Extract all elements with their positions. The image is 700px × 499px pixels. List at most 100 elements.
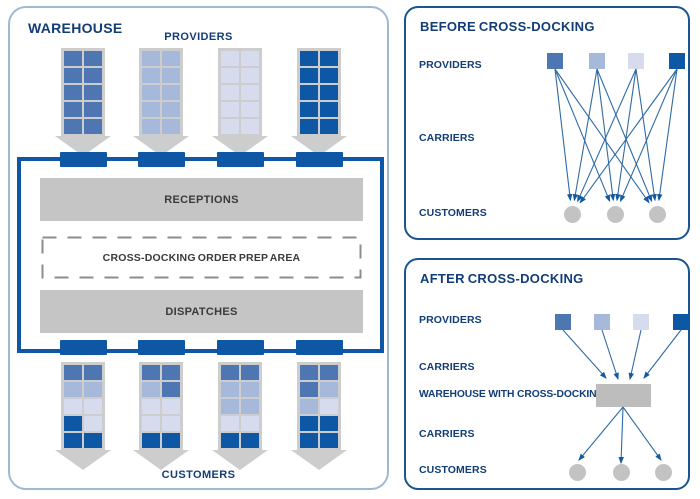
cargo-cell [221, 51, 239, 66]
customer-circle [612, 463, 630, 481]
customer-circle [568, 463, 586, 481]
cargo-cell [320, 399, 338, 414]
cargo-cell [241, 85, 259, 100]
dispatches-zone: DISPATCHES [40, 290, 363, 333]
cargo-cell [320, 51, 338, 66]
down-arrow-icon [212, 450, 268, 470]
cargo-grid-arrow-icon [55, 48, 111, 156]
down-arrow-icon [291, 136, 347, 156]
after-customers-label: CUSTOMERS [419, 464, 487, 476]
prep-area-label: CROSS-DOCKING ORDER PREP AREA [102, 251, 301, 264]
cross-dock-warehouse-rect [596, 384, 651, 407]
cargo-cell [221, 433, 239, 448]
warehouse-panel-title: WAREHOUSE [28, 20, 123, 36]
dock [137, 340, 185, 355]
cargo-grid [218, 362, 262, 451]
cargo-cell [162, 119, 180, 134]
cargo-cell [142, 119, 160, 134]
customers-label: CUSTOMERS [161, 469, 236, 481]
cargo-cell [142, 382, 160, 397]
after-flow-arrows-icon [562, 329, 682, 465]
cargo-cell [162, 68, 180, 83]
cargo-cell [300, 102, 318, 117]
cargo-cell [320, 85, 338, 100]
cargo-cell [221, 68, 239, 83]
cargo-cell [84, 433, 102, 448]
cargo-cell [320, 433, 338, 448]
providers-label: PROVIDERS [164, 31, 233, 43]
cargo-cell [142, 365, 160, 380]
provider-square [669, 53, 685, 69]
cargo-cell [162, 382, 180, 397]
cargo-grid-arrow-icon [212, 362, 268, 470]
cargo-cell [300, 416, 318, 431]
cargo-cell [142, 85, 160, 100]
customer-circle [606, 205, 624, 223]
cargo-cell [142, 102, 160, 117]
provider-square [555, 314, 571, 330]
cargo-cell [142, 51, 160, 66]
cargo-cell [241, 433, 259, 448]
provider-square [589, 53, 605, 69]
cargo-cell [320, 416, 338, 431]
down-arrow-icon [55, 136, 111, 156]
cargo-cell [64, 102, 82, 117]
customer-circle [654, 463, 672, 481]
cargo-grid-arrow-icon [212, 48, 268, 156]
cargo-cell [300, 433, 318, 448]
dock [295, 340, 343, 355]
cargo-cell [162, 51, 180, 66]
provider-square [547, 53, 563, 69]
cargo-grid [297, 48, 341, 137]
cargo-cell [142, 433, 160, 448]
cargo-cell [142, 416, 160, 431]
cargo-cell [320, 365, 338, 380]
after-carriers-top-label: CARRIERS [419, 361, 475, 373]
cargo-cell [320, 102, 338, 117]
provider-square [633, 314, 649, 330]
cargo-grid-arrow-icon [55, 362, 111, 470]
before-providers-label: PROVIDERS [419, 59, 482, 71]
after-warehouse-label: WAREHOUSE WITH CROSS-DOCKING [419, 389, 605, 400]
cargo-grid [61, 48, 105, 137]
cargo-cell [300, 365, 318, 380]
dock [59, 340, 107, 355]
warehouse-outline [17, 157, 384, 353]
cargo-cell [64, 51, 82, 66]
cargo-grid [139, 48, 183, 137]
down-arrow-icon [291, 450, 347, 470]
cargo-cell [320, 119, 338, 134]
down-arrow-icon [212, 136, 268, 156]
warehouse-panel: WAREHOUSE PROVIDERS RECEPTIONS CROSS-DOC… [8, 6, 389, 490]
provider-square [673, 314, 689, 330]
cargo-cell [221, 416, 239, 431]
after-cross-docking-panel: AFTER CROSS-DOCKING PROVIDERS CARRIERS W… [404, 258, 690, 490]
cargo-cell [221, 85, 239, 100]
cargo-cell [162, 102, 180, 117]
down-arrow-icon [55, 450, 111, 470]
cargo-cell [162, 85, 180, 100]
cargo-cell [142, 68, 160, 83]
cargo-cell [64, 382, 82, 397]
cargo-cell [84, 399, 102, 414]
provider-square [594, 314, 610, 330]
cargo-cell [64, 365, 82, 380]
cargo-cell [320, 68, 338, 83]
cargo-cell [241, 399, 259, 414]
cargo-cell [162, 365, 180, 380]
cargo-cell [241, 416, 259, 431]
cargo-cell [221, 365, 239, 380]
provider-square [628, 53, 644, 69]
dispatches-label: DISPATCHES [165, 305, 238, 318]
dock [216, 152, 264, 167]
dock [59, 152, 107, 167]
cargo-cell [84, 51, 102, 66]
cargo-cell [320, 382, 338, 397]
cargo-grid [61, 362, 105, 451]
receptions-zone: RECEPTIONS [40, 178, 363, 221]
cargo-cell [300, 399, 318, 414]
dock [137, 152, 185, 167]
cargo-cell [84, 68, 102, 83]
before-customers-label: CUSTOMERS [419, 207, 487, 219]
after-panel-title: AFTER CROSS-DOCKING [420, 271, 584, 286]
